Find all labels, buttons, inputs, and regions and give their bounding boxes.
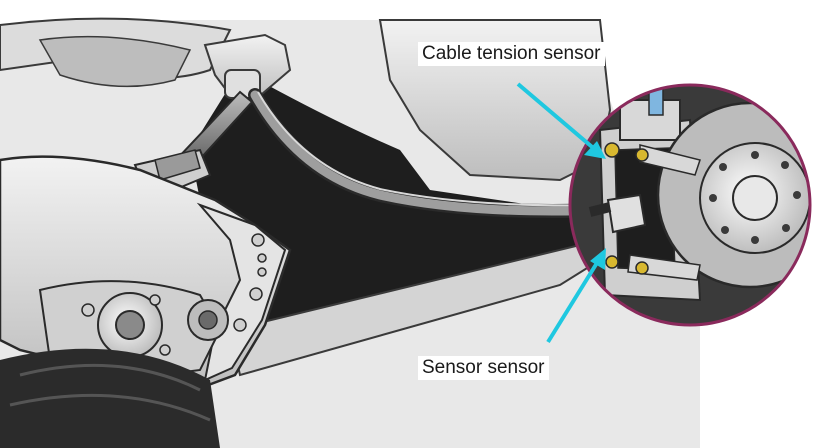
cable-junction bbox=[203, 33, 292, 102]
arrow-icon bbox=[584, 141, 606, 159]
arrow-icon bbox=[590, 248, 606, 270]
lug-holes bbox=[709, 151, 801, 244]
detail-magnifier bbox=[568, 83, 812, 327]
label-cable-tension-sensor: Cable tension sensor bbox=[418, 42, 605, 66]
callout-arrow-cable bbox=[516, 82, 606, 159]
label-sensor-sensor: Sensor sensor bbox=[418, 356, 549, 380]
callout-arrow-sensor bbox=[546, 248, 606, 344]
tire bbox=[0, 348, 220, 448]
main-cable bbox=[248, 88, 612, 218]
